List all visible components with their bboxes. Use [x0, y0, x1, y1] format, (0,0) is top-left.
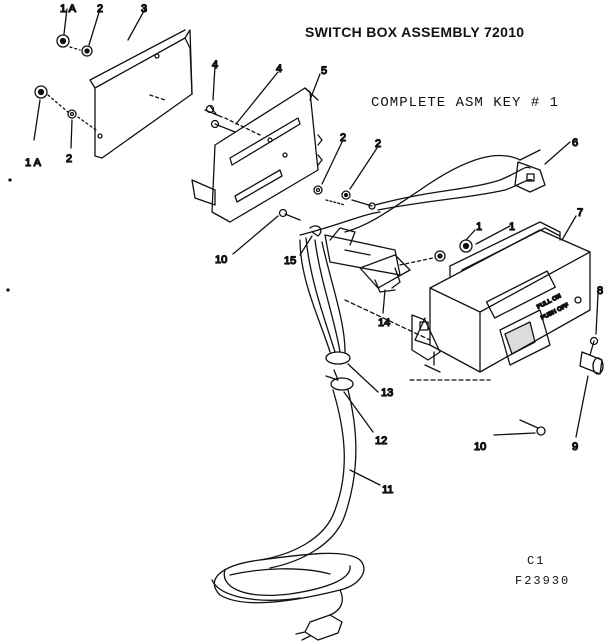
callout-1-a: 1 — [476, 221, 482, 233]
callout-13: 13 — [381, 387, 393, 399]
washer-2-left — [67, 109, 77, 119]
callout-10-upper: 10 — [215, 254, 227, 266]
callout-4a: 4 — [212, 59, 218, 71]
power-cord — [211, 237, 365, 641]
screw-10-lower — [519, 419, 546, 436]
screw-4b — [210, 119, 236, 133]
screw-10-upper — [278, 208, 301, 221]
callout-1a-top: 1 A — [60, 3, 77, 15]
callout-15: 15 — [284, 255, 296, 267]
knob-9 — [579, 351, 604, 375]
washer-2-mid-b — [341, 190, 351, 200]
nut-1-b — [459, 239, 473, 253]
washer-2-mid-a — [313, 185, 323, 195]
diagram-title: SWITCH BOX ASSEMBLY 72010 — [305, 24, 525, 40]
callout-3: 3 — [141, 3, 147, 15]
callout-1a-left: 1 A — [25, 157, 42, 169]
switch-mechanism — [324, 227, 411, 293]
figure-code-1: C1 — [527, 554, 546, 568]
mounting-bracket — [191, 87, 323, 223]
figure-code-2: F23930 — [515, 574, 571, 588]
cover-plate — [89, 29, 193, 159]
screw-4a — [204, 104, 223, 118]
washer-2-top — [81, 45, 93, 57]
callout-2-top: 2 — [97, 3, 103, 15]
callout-6: 6 — [572, 137, 578, 149]
callout-2-left: 2 — [66, 153, 72, 165]
callout-14: 14 — [378, 317, 390, 329]
nut-1a-top — [56, 34, 70, 48]
nut-1-a — [434, 250, 446, 262]
callout-9: 9 — [572, 441, 578, 453]
diagram-subtitle: COMPLETE ASM KEY # 1 — [371, 95, 560, 111]
callout-10-lower: 10 — [474, 441, 486, 453]
callout-8: 8 — [597, 285, 603, 297]
callout-2-mid-a: 2 — [340, 132, 346, 144]
callout-5: 5 — [321, 65, 327, 77]
switch-box: PULL ON PUSH OFF — [411, 221, 591, 373]
callout-11: 11 — [382, 484, 393, 496]
leader-lines — [33, 8, 599, 486]
nut-1a-left — [34, 85, 48, 99]
callout-1-b: 1 — [509, 221, 515, 233]
callout-12: 12 — [375, 435, 387, 447]
clip-15 — [309, 225, 322, 237]
callouts: 1 A 2 3 1 A 2 4 4 5 2 2 6 7 8 9 10 10 15… — [24, 2, 603, 496]
screw-8 — [589, 336, 599, 356]
callout-2-mid-b: 2 — [375, 138, 381, 150]
callout-4b: 4 — [276, 63, 282, 75]
callout-7: 7 — [577, 207, 583, 219]
